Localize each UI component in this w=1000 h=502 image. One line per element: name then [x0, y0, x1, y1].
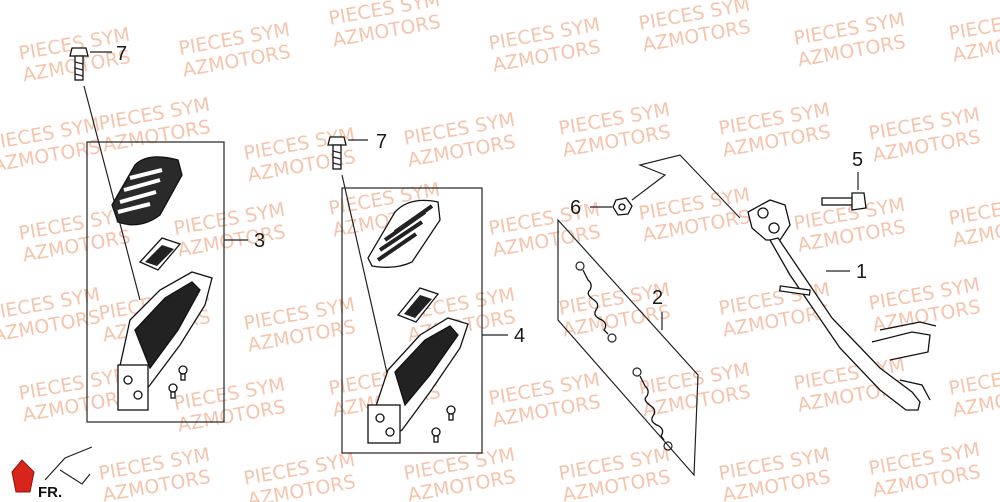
- shield-logo-icon: [11, 459, 35, 493]
- callout-7-middle: 7: [376, 131, 387, 153]
- middle-bolt-leader: [341, 174, 393, 396]
- pen-swoosh-icon: [44, 446, 93, 485]
- callout-7-left: 7: [116, 43, 127, 65]
- left-plate-part: [138, 237, 182, 271]
- logo-text: FR.: [38, 484, 62, 501]
- callout-4: 4: [514, 325, 525, 347]
- left-bolt-part: [69, 47, 89, 81]
- callout-2: 2: [652, 287, 663, 309]
- side-stand-part: [747, 199, 937, 411]
- middle-group-frame: [341, 187, 483, 454]
- nut-part: [590, 197, 633, 216]
- middle-rubber-pad-part: [367, 199, 441, 268]
- middle-screws: [431, 405, 456, 443]
- callout-5: 5: [852, 149, 863, 171]
- left-screws: [168, 365, 188, 399]
- middle-footrest-body-part: [367, 317, 469, 444]
- nut-to-stand-leader: [631, 154, 741, 219]
- middle-plate-part: [396, 287, 440, 323]
- left-footrest-assembly: [69, 47, 248, 423]
- callout-labels: 7 7 3 4 2 6 5 1: [116, 43, 867, 347]
- left-bolt-leader: [83, 85, 141, 301]
- left-group-frame: [86, 141, 225, 423]
- callout-1: 1: [856, 261, 867, 283]
- stand-bolt-part: [821, 172, 867, 211]
- lower-spring-part: [632, 367, 673, 451]
- upper-spring-part: [575, 261, 617, 343]
- callout-3: 3: [254, 230, 265, 252]
- left-footrest-body-part: [117, 271, 213, 411]
- spring-kit: [557, 218, 699, 477]
- right-footrest-assembly: [327, 136, 508, 454]
- brand-logo: FR.: [11, 446, 93, 501]
- middle-bolt-part: [327, 136, 347, 170]
- spring-kit-frame: [557, 218, 699, 477]
- callout-6: 6: [570, 197, 581, 219]
- left-rubber-pad-part: [111, 156, 183, 226]
